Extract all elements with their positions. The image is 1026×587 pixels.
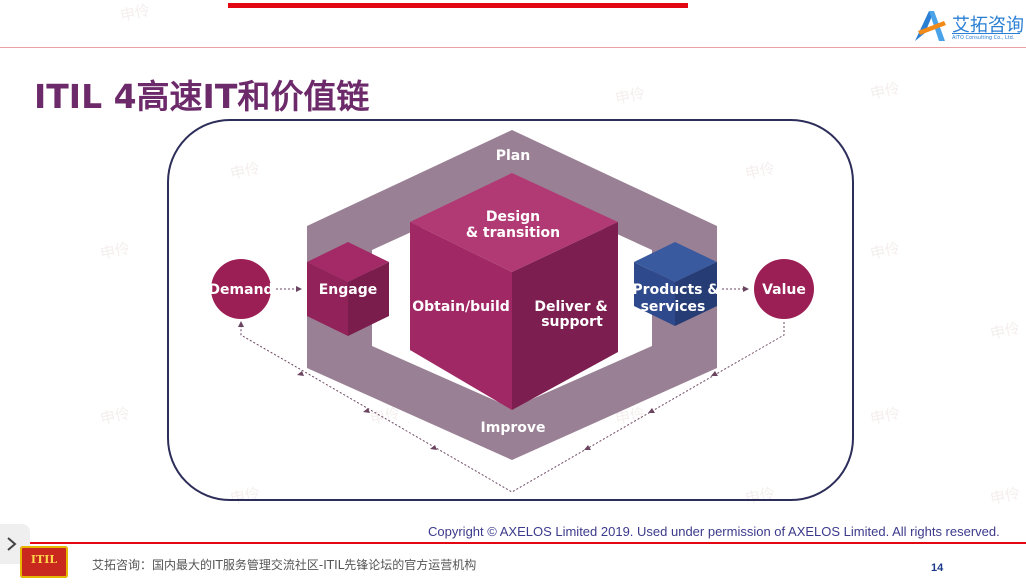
cube-top-face [410,173,618,272]
copyright-notice: Copyright © AXELOS Limited 2019. Used un… [428,524,1000,539]
chevron-right-icon [7,537,17,551]
products-cube-left [634,262,675,326]
value-label: Value [762,282,806,298]
header-divider [0,47,1026,48]
obtain-build-label: Obtain/build [412,299,510,315]
page-title: ITIL 4高速IT和价值链 [34,77,370,116]
products-cube-top [634,242,717,282]
deliver-support-label-line2: support [541,314,603,330]
footer-divider [0,542,1026,544]
itil-badge: ITIL [20,546,68,578]
demand-label: Demand [208,282,273,298]
cube-right-face [512,222,618,410]
value-chain-frame [307,130,717,460]
feedback-arrow-marker [584,445,591,450]
feedback-arrow-marker [363,408,370,413]
engage-cube-right [348,262,389,336]
improve-label: Improve [481,420,546,436]
products-services-label-line2: services [641,299,706,315]
feedback-loop-line [238,321,785,493]
engage-cube-left [307,262,348,336]
feedback-arrow-marker [648,408,655,413]
plan-label: Plan [496,148,530,164]
logo-text: 艾拓咨询 [952,15,1024,36]
page-number: 14 [931,562,944,574]
cube-front-face [410,222,512,410]
logo-a-icon [915,11,946,41]
itil-badge-text: ITIL [30,553,58,566]
value-circle [754,259,814,319]
design-transition-label-line1: Design [486,209,540,225]
design-transition-label-line2: & transition [466,225,560,241]
outer-frame [167,119,854,501]
feedback-arrow-marker [430,445,437,450]
top-accent-bar [228,3,688,8]
demand-circle [211,259,271,319]
products-cube-right [675,262,717,326]
feedback-arrow-marker [297,371,304,376]
footer-text: 艾拓咨询：国内最大的IT服务管理交流社区-ITIL先锋论坛的官方运营机构 [92,558,477,572]
feedback-arrow-marker [711,371,718,376]
company-logo: 艾拓咨询 AITO Consulting Co., Ltd. [912,8,1024,44]
products-services-label-line1: Products & [632,282,719,298]
engage-label: Engage [319,282,378,298]
logo-subtext: AITO Consulting Co., Ltd. [952,33,1020,43]
deliver-support-label-line1: Deliver & [534,299,607,315]
